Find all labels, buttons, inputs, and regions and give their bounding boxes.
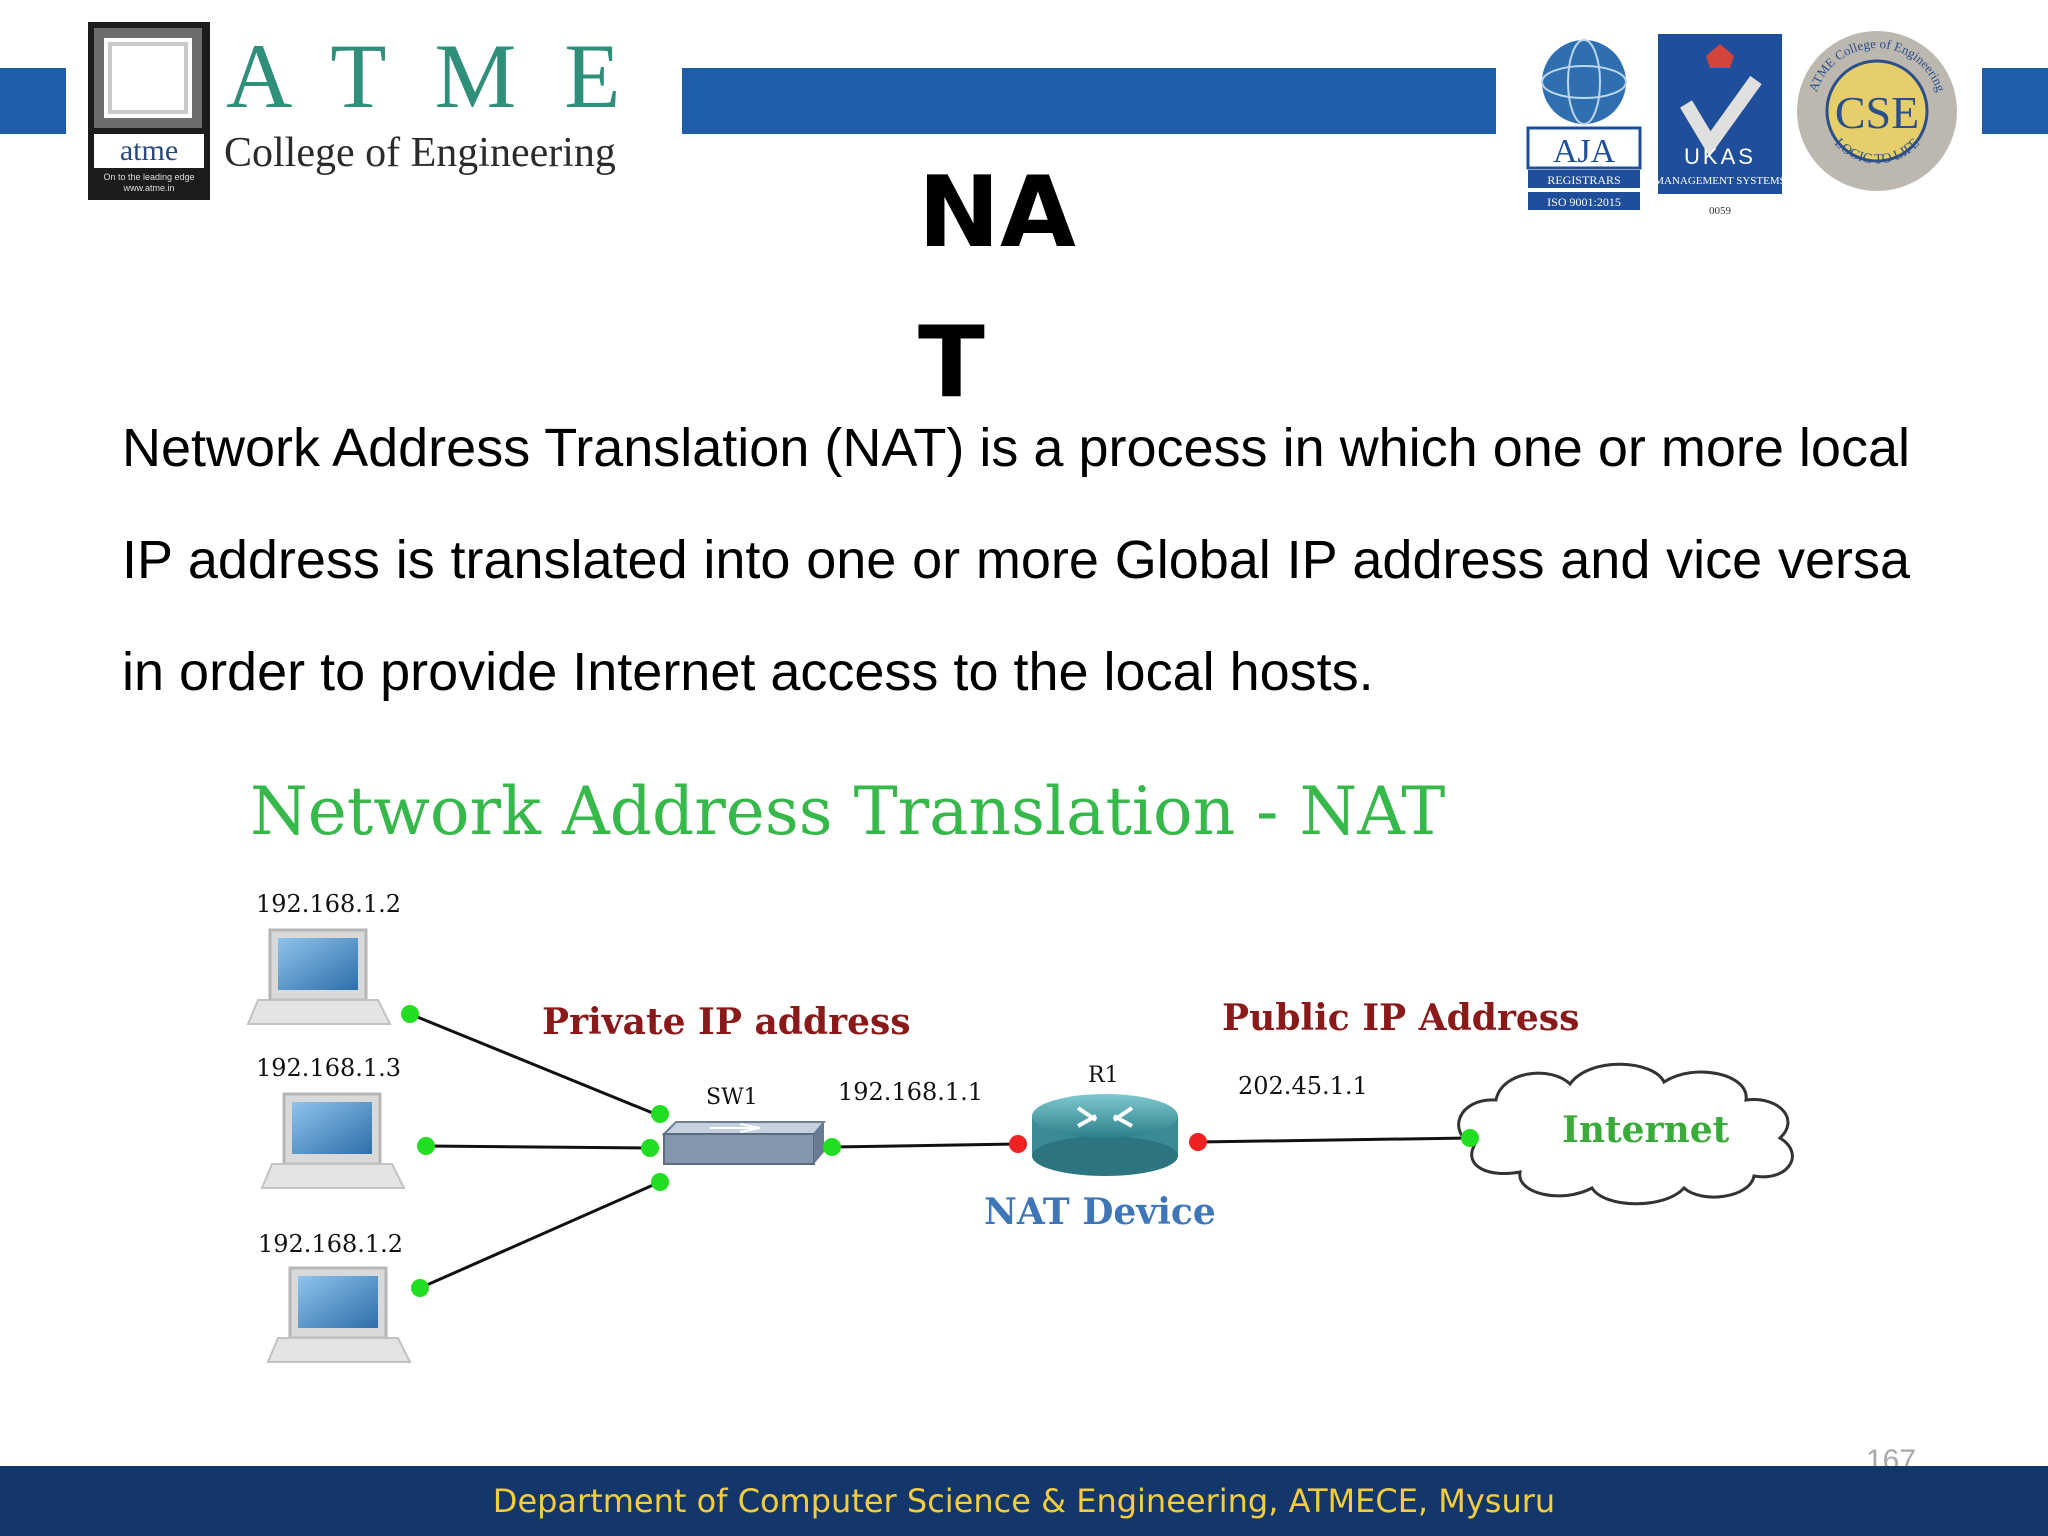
- internet-label: Internet: [1562, 1109, 1730, 1151]
- logo-url: www.atme.in: [123, 183, 175, 193]
- port-dot: [1009, 1135, 1027, 1153]
- brand-name: ATME: [226, 25, 669, 127]
- slide-paragraph: Network Address Translation (NAT) is a p…: [122, 418, 1910, 702]
- nat-diagram: Network Address Translation - NAT 192.16…: [246, 773, 1794, 1363]
- aja-name: AJA: [1553, 133, 1616, 170]
- public-ip-label: Public IP Address: [1222, 997, 1579, 1039]
- port-dot: [411, 1279, 429, 1297]
- header-bar-right: [1982, 68, 2048, 134]
- private-ip-label: Private IP address: [542, 1001, 911, 1043]
- cse-badge: ATME College of Engineering LOGIC TO LIF…: [1797, 31, 1957, 191]
- logo-word: atme: [94, 134, 204, 168]
- ukas-name: UKAS: [1684, 144, 1756, 169]
- router-ip: 202.45.1.1: [1238, 1072, 1368, 1100]
- port-dot: [651, 1105, 669, 1123]
- crown-icon: [1706, 44, 1734, 68]
- switch-label: SW1: [706, 1085, 758, 1110]
- link-host3-switch: [419, 1180, 661, 1290]
- port-dot: [417, 1137, 435, 1155]
- ukas-badge: UKAS MANAGEMENT SYSTEMS 0059: [1658, 34, 1782, 217]
- aja-badge: AJA REGISTRARS ISO 9001:2015: [1526, 30, 1642, 210]
- logo-frame: [94, 28, 202, 128]
- link-switch-router: [831, 1142, 1019, 1149]
- link-host1-switch: [409, 1012, 661, 1118]
- host3-ip: 192.168.1.2: [258, 1230, 403, 1258]
- port-dot: [823, 1138, 841, 1156]
- port-dot: [401, 1005, 419, 1023]
- brand-subtitle: College of Engineering: [224, 130, 616, 176]
- switch-icon: [661, 1121, 827, 1165]
- logo-tagline: On to the leading edge: [103, 172, 195, 182]
- atme-logo: atme On to the leading edge www.atme.in: [88, 22, 210, 200]
- host2-ip: 192.168.1.3: [256, 1054, 401, 1082]
- header-bar-middle: [682, 68, 1496, 134]
- footer-bar: [0, 1466, 2048, 1536]
- slide-title: NAT: [918, 156, 1076, 420]
- laptop-icon-host3: [266, 1266, 412, 1363]
- laptop-icon-host2: [260, 1092, 406, 1189]
- aja-sub: REGISTRARS: [1547, 173, 1620, 187]
- link-host2-switch: [425, 1144, 651, 1150]
- router-label: R1: [1088, 1063, 1119, 1088]
- port-dot: [651, 1173, 669, 1191]
- laptop-icon-host1: [246, 928, 392, 1025]
- diagram-title: Network Address Translation - NAT: [250, 773, 1445, 850]
- aja-iso: ISO 9001:2015: [1547, 195, 1621, 209]
- ukas-num: 0059: [1709, 205, 1732, 217]
- switch-ip: 192.168.1.1: [838, 1078, 983, 1106]
- check-icon: [1679, 75, 1762, 157]
- cse-name: CSE: [1835, 87, 1919, 138]
- header-bar-left: [0, 68, 66, 134]
- router-icon: [1032, 1094, 1178, 1176]
- internet-cloud-icon: [1457, 1062, 1794, 1206]
- nat-device-label: NAT Device: [984, 1191, 1216, 1233]
- link-router-internet: [1197, 1136, 1471, 1144]
- port-dot: [1461, 1129, 1479, 1147]
- host1-ip: 192.168.1.2: [256, 890, 401, 918]
- slide-paragraph-box: Network Address Translation (NAT) is a p…: [122, 392, 1910, 728]
- footer-text: Department of Computer Science & Enginee…: [492, 1482, 1556, 1520]
- globe-icon: [1542, 40, 1626, 124]
- port-dot: [1189, 1133, 1207, 1151]
- port-dot: [641, 1139, 659, 1157]
- ukas-sub: MANAGEMENT SYSTEMS: [1658, 175, 1782, 187]
